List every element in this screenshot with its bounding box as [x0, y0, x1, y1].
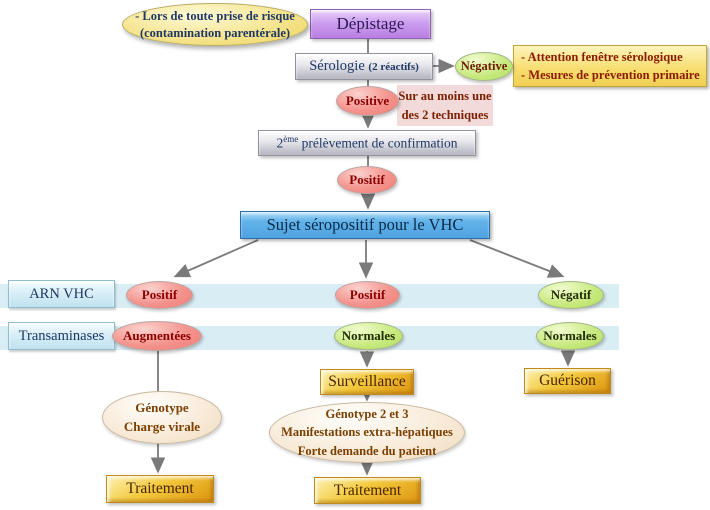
positive-ellipse: Positive: [336, 86, 399, 116]
confirmation-label: 2ème prélèvement de confirmation: [276, 134, 458, 151]
serologic-window-warning-box: - Attention fenêtre sérologique - Mesure…: [513, 45, 707, 87]
seropositive-label: Sujet séropositif pour le VHC: [266, 215, 464, 234]
surveillance-label: Surveillance: [328, 373, 406, 390]
negative-ellipse: Négative: [455, 52, 513, 81]
criteria-line1: Génotype 2 et 3: [325, 407, 409, 422]
serologie-label: Sérologie: [309, 58, 365, 74]
arn-vhc-label-box: ARN VHC: [8, 280, 115, 308]
transaminases-label: Transaminases: [18, 327, 105, 344]
depistage-box: Dépistage: [310, 9, 431, 39]
guerison-box: Guérison: [524, 368, 611, 394]
augmentees-label: Augmentées: [123, 328, 191, 343]
arn-vhc-label: ARN VHC: [29, 285, 94, 302]
traitement-middle-box: Traitement: [314, 477, 421, 504]
serologie-sub: (2 réactifs): [368, 60, 419, 73]
negative-label: Négative: [460, 59, 508, 73]
traitement-left-label: Traitement: [126, 480, 194, 497]
positif-label: Positif: [349, 172, 385, 187]
arn-positif-left-ellipse: Positif: [126, 281, 193, 309]
criteria-line2: Manifestations extra-hépatiques: [281, 425, 453, 440]
genotype-charge-ellipse: Génotype Charge virale: [102, 391, 222, 444]
treatment-criteria-ellipse: Génotype 2 et 3 Manifestations extra-hép…: [269, 402, 465, 463]
arn-negatif-ellipse: Négatif: [538, 281, 604, 309]
transaminases-label-box: Transaminases: [8, 322, 115, 350]
normales-middle-label: Normales: [341, 328, 396, 343]
depistage-label: Dépistage: [336, 14, 405, 33]
normales-right-label: Normales: [543, 328, 597, 343]
warning-line2: - Mesures de prévention primaire: [521, 68, 700, 82]
charge-virale-line: Charge virale: [123, 418, 201, 434]
positive-note: Sur au moins une des 2 techniques: [397, 85, 493, 126]
serologie-box: Sérologie (2 réactifs): [295, 53, 433, 80]
surveillance-box: Surveillance: [320, 369, 414, 395]
transaminases-normales-right-ellipse: Normales: [536, 322, 604, 350]
traitement-middle-label: Traitement: [333, 481, 402, 499]
seropositive-subject-box: Sujet séropositif pour le VHC: [240, 211, 490, 239]
positive-note-line1: Sur au moins une: [398, 88, 492, 103]
warning-line1: - Attention fenêtre sérologique: [521, 49, 683, 64]
transaminases-augmentees-ellipse: Augmentées: [112, 321, 202, 351]
genotype-line: Génotype: [135, 399, 189, 415]
confirmation-box: 2ème prélèvement de confirmation: [258, 130, 476, 156]
risk-note-line1: - Lors de toute prise de risque: [135, 9, 295, 24]
arn-negatif-label: Négatif: [550, 287, 592, 302]
transaminases-normales-middle-ellipse: Normales: [334, 322, 403, 350]
criteria-line3: Forte demande du patient: [297, 443, 437, 458]
risk-note-ellipse: - Lors de toute prise de risque (contami…: [122, 3, 308, 46]
positive-label: Positive: [345, 93, 390, 108]
risk-note-line2: (contamination parentérale): [139, 25, 291, 40]
positif-ellipse: Positif: [337, 166, 397, 194]
arn-positif-middle-label: Positif: [349, 287, 386, 302]
guerison-label: Guérison: [539, 372, 596, 389]
arn-positif-middle-ellipse: Positif: [335, 281, 400, 309]
positive-note-line2: des 2 techniques: [401, 107, 489, 122]
traitement-left-box: Traitement: [106, 475, 214, 503]
arn-positif-left-label: Positif: [141, 287, 178, 302]
